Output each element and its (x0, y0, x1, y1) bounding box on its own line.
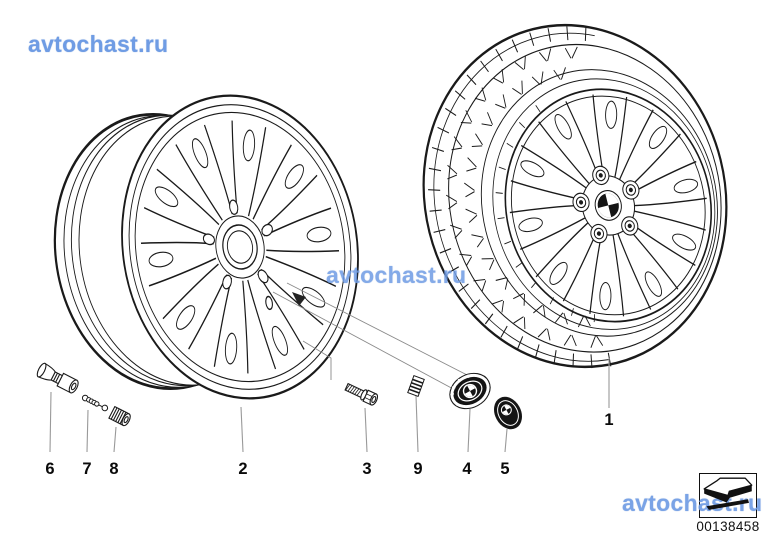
diagram-stamp-box (699, 473, 757, 518)
callout-1: 1 (604, 411, 614, 429)
valve-cap-drawing (108, 405, 131, 427)
rim-face (509, 93, 708, 317)
callout-6: 6 (45, 460, 55, 478)
watermark-center: avtochast.ru (326, 262, 467, 288)
direction-arrowhead (292, 292, 306, 306)
wheel-bolt-drawing (344, 382, 379, 406)
callout-4: 4 (462, 460, 472, 478)
tire-tread-band (427, 25, 612, 369)
wheel-with-tire-drawing (422, 23, 728, 369)
valve-stem-drawing (36, 362, 79, 394)
3d-arrow-icon (703, 477, 753, 510)
callout-7: 7 (82, 460, 92, 478)
diagram-part-code: 00138458 (696, 519, 760, 534)
callout-9: 9 (413, 460, 423, 478)
emblem-badge-drawing (494, 396, 522, 430)
callout-5: 5 (500, 460, 510, 478)
part-9-sticker-drawing (407, 375, 425, 397)
callout-8: 8 (109, 460, 119, 478)
callout-3: 3 (362, 460, 372, 478)
alloy-rim-drawing (53, 94, 359, 400)
callout-2: 2 (238, 460, 248, 478)
leader-lines (49, 282, 610, 453)
hub-cap-drawing (449, 372, 491, 410)
watermark-top-left: avtochast.ru (28, 31, 169, 57)
valve-core-drawing (81, 394, 109, 412)
